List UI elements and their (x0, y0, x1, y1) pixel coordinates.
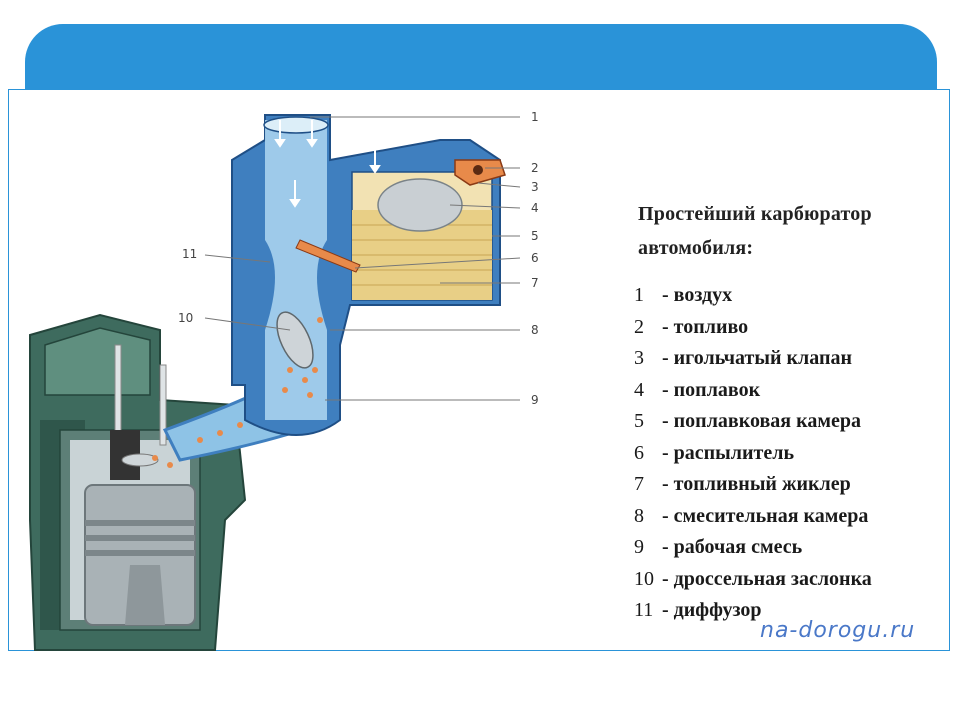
callout-7: 7 (531, 276, 539, 290)
list-item: 8- смесительная камера (634, 504, 869, 527)
callout-9: 9 (531, 393, 539, 407)
callout-5: 5 (531, 229, 539, 243)
callout-6: 6 (531, 251, 539, 265)
list-item: 4- поплавок (634, 378, 761, 401)
list-item: 11- диффузор (634, 599, 762, 621)
legend-title: Простейший карбюратор автомобиля: (638, 197, 958, 265)
list-item: 2- топливо (634, 315, 749, 338)
list-item: 6- распылитель (634, 441, 795, 464)
diffuser (265, 240, 327, 330)
callout-1: 1 (531, 110, 539, 124)
legend-list: 1- воздух 2- топливо 3- игольчатый клапа… (634, 280, 872, 627)
callout-2: 2 (531, 161, 539, 175)
list-item: 5- поплавковая камера (634, 410, 861, 432)
callout-10: 10 (178, 311, 193, 325)
list-item: 7- топливный жиклер (634, 473, 851, 495)
legend-title-line2: автомобиля: (638, 237, 754, 259)
piston (84, 484, 196, 626)
watermark: na-dorogu.ru (760, 618, 916, 643)
list-item: 3- игольчатый клапан (634, 347, 853, 369)
air-flow-arrows (274, 120, 381, 208)
mixture-particles (282, 317, 323, 398)
list-item: 1- воздух (634, 284, 733, 306)
nozzle (295, 239, 361, 273)
callout-11: 11 (182, 247, 197, 261)
callout-8: 8 (531, 323, 539, 337)
throttle-valve (276, 311, 314, 369)
callout-lines (204, 116, 521, 401)
list-item: 10- дроссельная заслонка (634, 567, 872, 590)
list-item: 9- рабочая смесь (634, 536, 803, 558)
legend-title-line1: Простейший карбюратор (638, 203, 872, 225)
callout-4: 4 (531, 201, 539, 215)
fuel-inlet (454, 159, 506, 186)
float-chamber (351, 171, 493, 301)
valves (110, 344, 167, 480)
callout-labels: 1 2 3 4 5 6 7 8 9 10 11 (178, 110, 539, 407)
callout-3: 3 (531, 180, 539, 194)
